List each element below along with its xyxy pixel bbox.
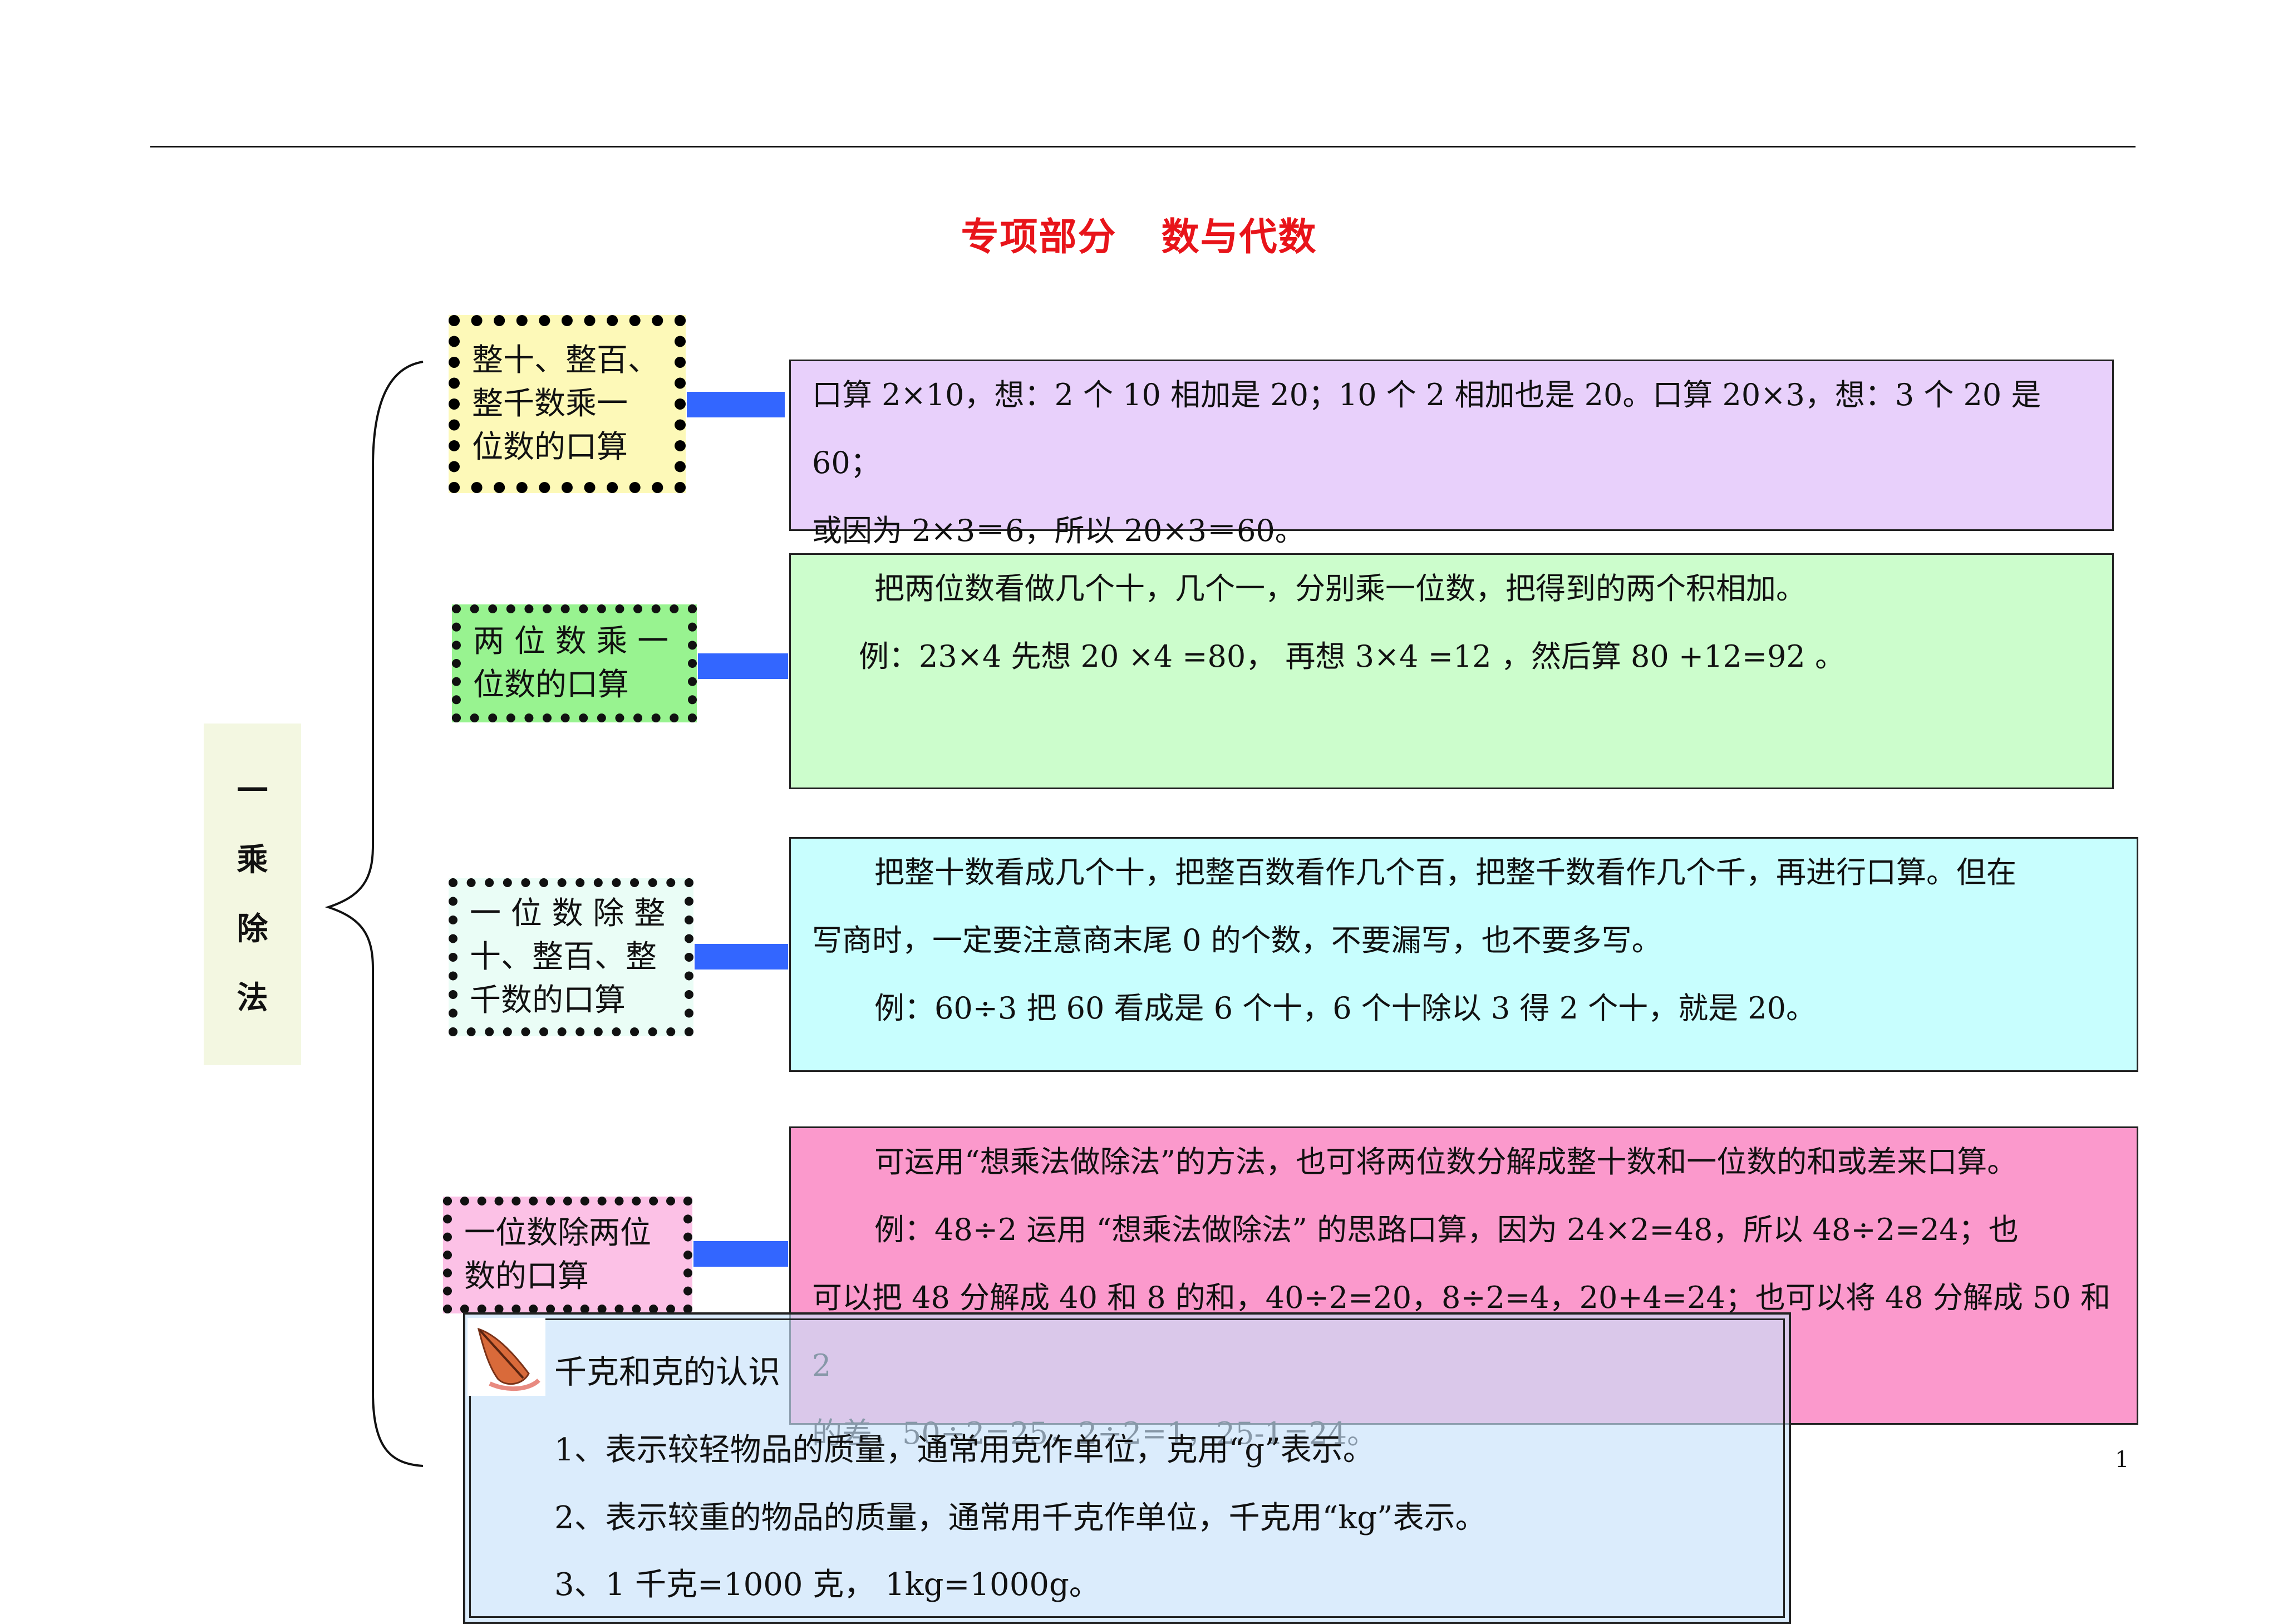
topic-line: 一 位 数 除 整 bbox=[470, 895, 666, 932]
topic-line: 数的口算 bbox=[464, 1258, 589, 1295]
topic-divide-two-digit: 一位数除两位 数的口算 bbox=[443, 1197, 692, 1313]
topic-two-digit-multiply: 两 位 数 乘 一 位数的口算 bbox=[452, 604, 697, 722]
section-char: 除 bbox=[237, 911, 268, 947]
section-char: 一 bbox=[237, 772, 268, 809]
content-line: 写商时，一定要注意商末尾 0 的个数，不要漏写，也不要多写。 bbox=[812, 923, 1662, 958]
connector-bar bbox=[695, 944, 788, 970]
content-line: 例：48÷2 运用 “想乘法做除法” 的思路口算，因为 24×2=48，所以 4… bbox=[874, 1212, 2019, 1247]
content-box-1: 口算 2×10，想：2 个 10 相加是 20；10 个 2 相加也是 20。口… bbox=[789, 360, 2114, 548]
topic-line: 一位数除两位 bbox=[464, 1215, 651, 1251]
content-box-2: 把两位数看做几个十，几个一，分别乘一位数，把得到的两个积相加。 例：23×4 先… bbox=[789, 553, 2114, 789]
section-char: 乘 bbox=[237, 841, 268, 878]
content-line: 口算 2×10，想：2 个 10 相加是 20；10 个 2 相加也是 20。口… bbox=[812, 377, 2041, 480]
content-line: 例：60÷3 把 60 看成是 6 个十，6 个十除以 3 得 2 个十，就是 … bbox=[874, 991, 1816, 1026]
note-line: 1、表示较轻物品的质量，通常用克作单位，克用“g”表示。 bbox=[554, 1432, 1374, 1468]
topic-line: 位数的口算 bbox=[473, 667, 629, 703]
topic-whole-tens-multiply: 整十、整百、 整千数乘一 位数的口算 bbox=[449, 315, 686, 493]
topic-line: 十、整百、整 bbox=[470, 939, 657, 975]
section-label-multiply-divide: 一 乘 除 法 bbox=[204, 724, 301, 1065]
topic-line: 整十、整百、 bbox=[472, 342, 659, 378]
note-line: 2、表示较重的物品的质量，通常用千克作单位，千克用“kg”表示。 bbox=[554, 1500, 1487, 1536]
note-title: 千克和克的认识 bbox=[554, 1353, 781, 1391]
content-line: 可以把 48 分解成 40 和 8 的和，40÷2=20，8÷2=4，20+4=… bbox=[812, 1280, 2110, 1383]
connector-bar bbox=[687, 392, 785, 417]
title-part2: 数与代数 bbox=[1161, 215, 1317, 259]
content-box-3: 把整十数看成几个十，把整百数看作几个百，把整千数看作几个千，再进行口算。但在 写… bbox=[789, 837, 2138, 1072]
header-rule bbox=[150, 146, 2136, 147]
content-line: 例：23×4 先想 20 ×4 =80， 再想 3×4 =12 ，然后算 80 … bbox=[859, 639, 1845, 674]
connector-bar bbox=[698, 653, 788, 679]
topic-divide-whole-tens: 一 位 数 除 整 十、整百、整 千数的口算 bbox=[449, 878, 693, 1036]
content-line: 或因为 2×3＝6，所以 20×3＝60。 bbox=[812, 513, 1305, 548]
page-title: 专项部分数与代数 bbox=[0, 206, 2278, 261]
content-box-4: 可运用“想乘法做除法”的方法，也可将两位数分解成整十数和一位数的和或差来口算。 … bbox=[789, 1126, 2138, 1451]
content-line: 把两位数看做几个十，几个一，分别乘一位数，把得到的两个积相加。 bbox=[874, 571, 1806, 606]
title-part1: 专项部分 bbox=[961, 215, 1117, 259]
section-char: 法 bbox=[237, 980, 268, 1016]
content-line: 把整十数看成几个十，把整百数看作几个百，把整千数看作几个千，再进行口算。但在 bbox=[874, 855, 2016, 890]
curly-brace bbox=[324, 361, 424, 1467]
content-line: 可运用“想乘法做除法”的方法，也可将两位数分解成整十数和一位数的和或差来口算。 bbox=[874, 1144, 2018, 1179]
page-number: 1 bbox=[2115, 1447, 2129, 1473]
topic-line: 两 位 数 乘 一 bbox=[473, 623, 669, 660]
feather-pen-icon bbox=[468, 1318, 545, 1396]
connector-bar bbox=[693, 1241, 788, 1267]
topic-line: 千数的口算 bbox=[470, 982, 626, 1018]
note-line: 3、1 千克=1000 克， 1kg=1000g。 bbox=[554, 1567, 1100, 1603]
topic-line: 整千数乘一 bbox=[472, 386, 628, 422]
topic-line: 位数的口算 bbox=[472, 429, 628, 465]
